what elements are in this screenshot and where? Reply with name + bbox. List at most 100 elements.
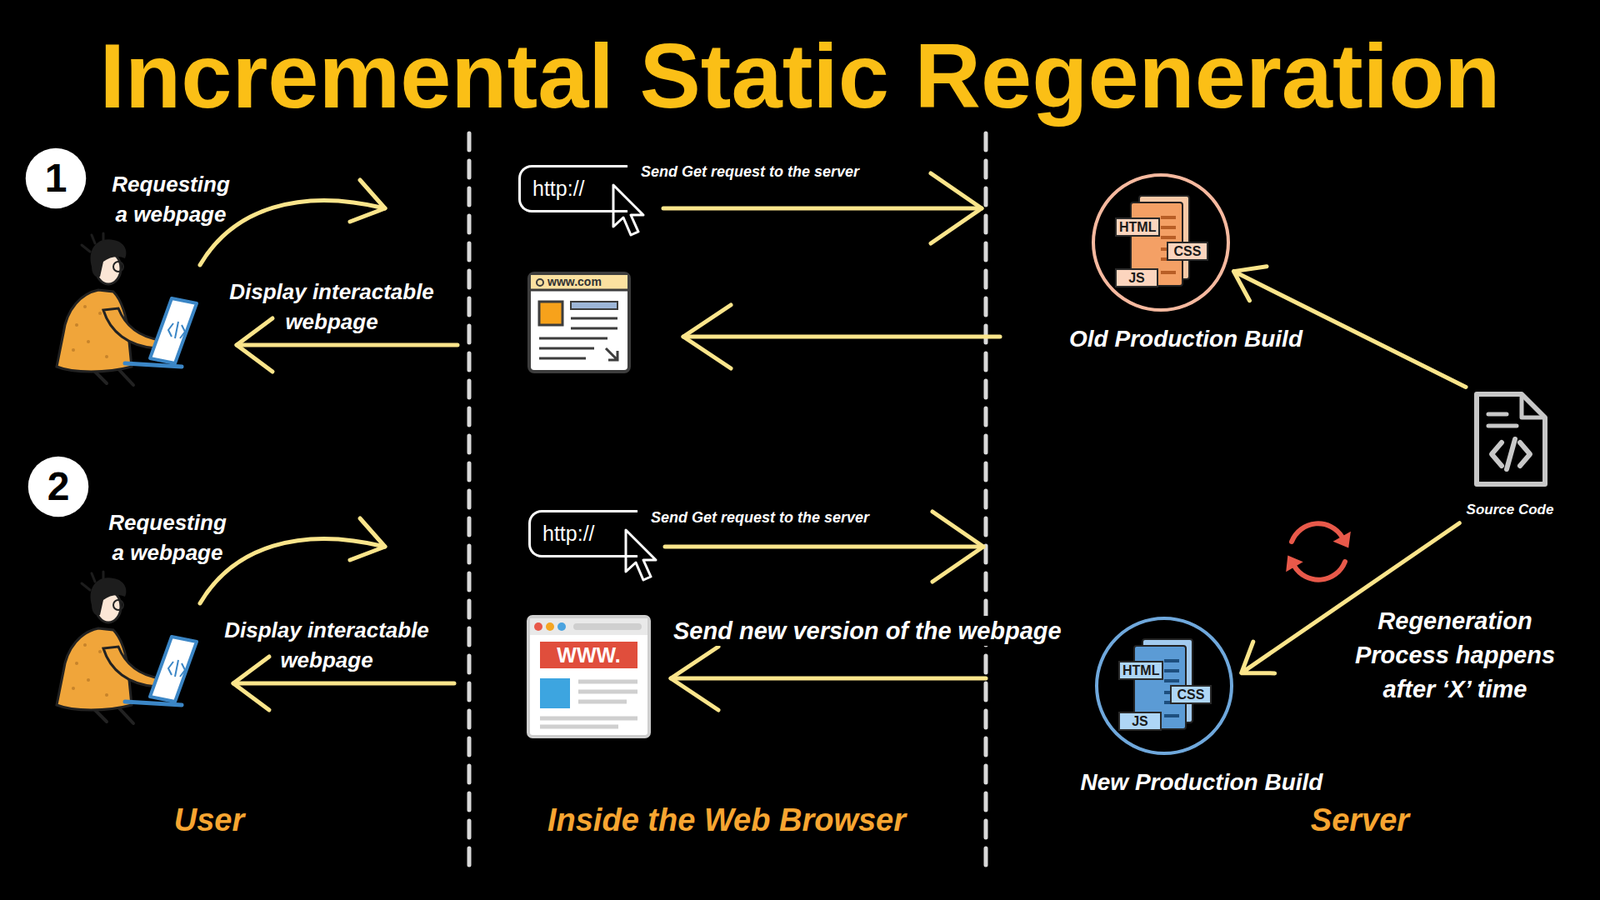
build-badge-shape: [1094, 615, 1235, 756]
source-file-shape: [1491, 439, 1530, 470]
callout-circle: 1: [25, 147, 87, 210]
browser-window-shape: [540, 641, 638, 669]
browser-window-shape: [530, 618, 648, 635]
url-text: http://: [530, 512, 595, 555]
flow-arrow: [200, 539, 385, 604]
label-box: User: [174, 801, 245, 839]
build-badge-shape: [1093, 175, 1229, 310]
label-box: Send Get request to the server: [650, 508, 870, 527]
browser-window-shape: [570, 301, 618, 310]
browser-window-shape: [536, 279, 544, 286]
step-label: Display interactable webpage: [219, 276, 445, 337]
step-label: Requesting a webpage: [106, 169, 236, 230]
window-url: www.com: [547, 275, 602, 290]
refresh-icon: [1294, 561, 1345, 580]
request-label: Send Get request to the server: [650, 508, 870, 527]
callout-number: 2: [47, 466, 70, 507]
flow-arrow: [233, 656, 270, 710]
file-tag: HTML: [1115, 217, 1160, 237]
flow-arrow: [932, 511, 984, 582]
source-label: Source Code: [1466, 501, 1555, 519]
lane-divider: [467, 133, 472, 867]
label-box: Requesting a webpage: [103, 507, 233, 568]
refresh-icon: [1291, 523, 1343, 542]
file-tag: CSS: [1170, 685, 1212, 705]
tag-text: CSS: [1177, 688, 1205, 702]
build-badge-shape: [1096, 618, 1232, 754]
label-box: Requesting a webpage: [106, 169, 236, 230]
browser-window-shape: [557, 622, 566, 631]
flow-arrow: [670, 646, 719, 710]
user-figure: [56, 571, 197, 724]
column-label: Inside the Web Browser: [547, 801, 906, 839]
flow-arrow: [350, 518, 385, 560]
flow-arrow: [236, 318, 273, 372]
url-text: http://: [520, 167, 585, 210]
file-tag: JS: [1115, 268, 1159, 288]
flow-arrow: [200, 200, 385, 265]
build-badge: New Production BuildHTMLCSSJS: [1094, 615, 1235, 756]
tag-text: JS: [1128, 271, 1145, 285]
callout-number: 1: [45, 158, 68, 199]
browser-window-shape: [605, 348, 618, 360]
label-box: Send new version of the webpage: [668, 615, 1067, 646]
tag-text: HTML: [1122, 664, 1160, 678]
mouse-cursor: [625, 530, 656, 580]
url-bar: http://: [528, 510, 638, 558]
build-badge: Old Production BuildHTMLCSSJS: [1090, 172, 1231, 313]
request-label: Send Get request to the server: [640, 162, 860, 181]
label-box: Display interactable webpage: [219, 276, 445, 337]
tag-text: CSS: [1174, 245, 1202, 259]
build-label: Old Production Build: [1069, 325, 1303, 353]
regeneration-note: Regeneration Process happens after ‘X’ t…: [1334, 604, 1576, 707]
browser-window-shape: [530, 275, 628, 290]
label-box: Send Get request to the server: [640, 162, 860, 181]
title-box: Incremental Static Regeneration: [99, 30, 1500, 122]
source-file-shape: [1470, 390, 1550, 488]
source-file-shape: [1488, 414, 1517, 426]
url-bar: http://: [518, 165, 628, 213]
refresh-icon: [1287, 557, 1300, 570]
tag-text: JS: [1131, 715, 1149, 729]
callout-circle-shape: [28, 456, 90, 518]
browser-window-shape: [539, 301, 563, 325]
browser-window-shape: [540, 681, 638, 727]
browser-window-shape: [529, 273, 630, 372]
callout-circle-shape: [25, 148, 87, 210]
file-tag: HTML: [1118, 660, 1164, 680]
lane-divider: [984, 133, 989, 867]
label-box: Display interactable webpage: [214, 615, 440, 675]
browser-window-shape: [545, 622, 555, 631]
browser-window: www.com: [527, 271, 631, 374]
user-figure: [56, 233, 197, 385]
tag-text: HTML: [1119, 220, 1156, 235]
flow-arrow: [350, 180, 385, 222]
source-file-shape: [1476, 394, 1545, 485]
file-tag: CSS: [1166, 241, 1209, 261]
label-box: Regeneration Process happens after ‘X’ t…: [1334, 604, 1576, 707]
file-tag: JS: [1118, 711, 1162, 731]
flow-arrow: [233, 681, 455, 686]
flow-arrow: [930, 173, 982, 244]
browser-window: WWW.: [526, 615, 651, 739]
source-file-shape: [1521, 394, 1545, 418]
column-label: User: [174, 801, 245, 839]
mouse-cursor: [613, 185, 644, 235]
label-box: Server: [1310, 801, 1410, 839]
flow-arrow: [236, 343, 458, 348]
step-label: Requesting a webpage: [103, 507, 233, 568]
browser-window-shape: [539, 318, 618, 359]
build-badge-shape: [1090, 172, 1231, 313]
response-label: Send new version of the webpage: [668, 615, 1067, 646]
flow-arrow: [683, 335, 1000, 340]
browser-window-shape: [573, 623, 642, 630]
flow-arrow: [663, 206, 982, 211]
browser-window-shape: [540, 678, 570, 709]
step-label: Display interactable webpage: [214, 615, 440, 675]
browser-window-shape: [528, 616, 650, 737]
flow-arrow: [670, 676, 986, 681]
source-file: Source Code: [1466, 390, 1555, 519]
browser-window-shape: [534, 622, 543, 631]
